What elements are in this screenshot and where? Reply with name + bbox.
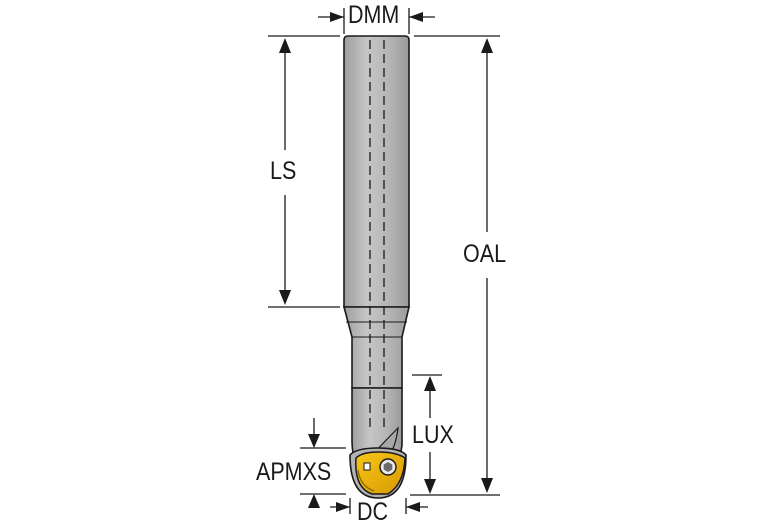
dc-dimension	[330, 498, 428, 514]
apmxs-dimension	[300, 418, 346, 508]
oal-dimension	[410, 35, 500, 496]
dc-label: DC	[357, 498, 389, 526]
insert-mark	[363, 462, 371, 471]
oal-label: OAL	[463, 240, 507, 268]
insert-screw-icon	[379, 458, 397, 476]
dmm-label: DMM	[348, 1, 400, 29]
tool-body	[342, 35, 411, 499]
ls-label: LS	[270, 157, 297, 185]
lux-dimension	[412, 374, 442, 494]
apmxs-label: APMXS	[256, 458, 332, 486]
dmm-dimension	[318, 8, 435, 34]
lux-label: LUX	[412, 421, 454, 449]
tool-taper	[342, 306, 411, 389]
ls-dimension	[268, 35, 340, 308]
tool-shank	[343, 35, 410, 308]
